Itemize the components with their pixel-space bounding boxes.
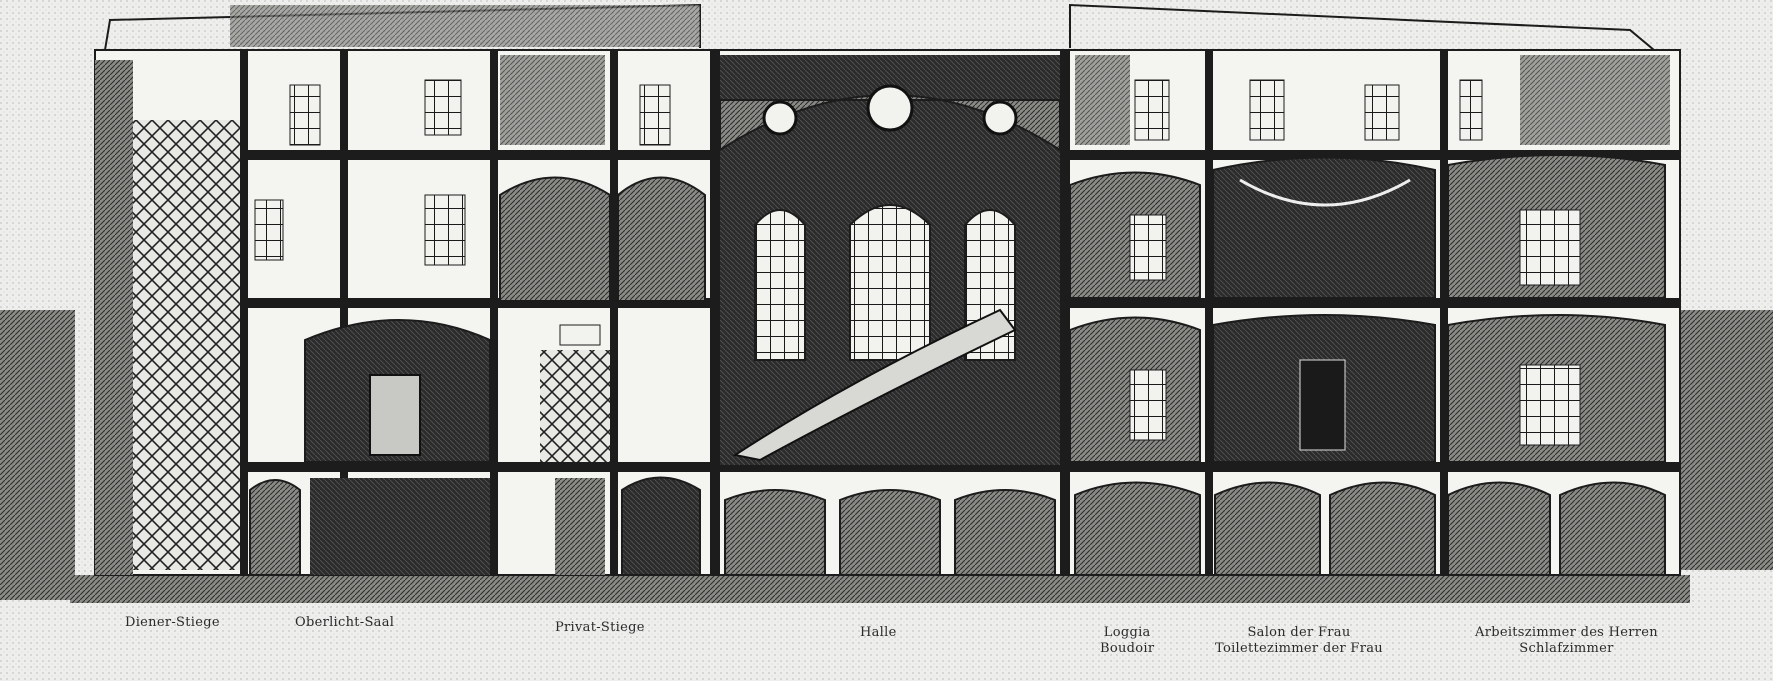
basement-vault-7 xyxy=(954,489,1056,576)
label-salon-text: Salon der Frau xyxy=(1247,625,1351,640)
label-diener-stiege-text: Diener-Stiege xyxy=(125,615,220,630)
label-arbeitszimmer-schlafzimmer: Arbeitszimmer des Herren Schlafzimmer xyxy=(1475,625,1658,657)
window-top-2 xyxy=(424,79,462,136)
arch-mid-privat xyxy=(499,176,611,300)
oberlicht-saal-door xyxy=(369,374,421,456)
label-loggia-text: Loggia xyxy=(1103,625,1151,640)
label-loggia-boudoir: Loggia Boudoir xyxy=(1100,625,1154,657)
label-oberlicht-saal-text: Oberlicht-Saal xyxy=(295,615,395,630)
window-top-7 xyxy=(1459,79,1483,141)
halle-staircase xyxy=(732,308,1017,462)
salon-upper-room xyxy=(1212,156,1436,299)
label-boudoir-text: Boudoir xyxy=(1100,641,1155,656)
basement-vault-3 xyxy=(555,478,605,575)
label-diener-stiege: Diener-Stiege xyxy=(125,615,220,631)
label-privat-stiege: Privat-Stiege xyxy=(555,620,645,636)
halle-oculus-2 xyxy=(866,84,914,132)
basement-vault-11 xyxy=(1447,481,1551,576)
left-neighbour-wall xyxy=(0,310,75,600)
wall-1 xyxy=(240,50,248,575)
halle-oculus-3 xyxy=(982,100,1018,136)
window-top-4 xyxy=(1134,79,1170,141)
floor-slab-lower xyxy=(95,462,1680,472)
halle-window-left xyxy=(754,209,806,361)
label-schlafzimmer-text: Schlafzimmer xyxy=(1519,641,1614,656)
boudoir-window xyxy=(1129,369,1167,441)
schlafzimmer-window xyxy=(1519,364,1581,446)
salon-upper-drapes xyxy=(1239,178,1411,207)
basement-vault-12 xyxy=(1559,481,1666,576)
window-mid-1 xyxy=(254,199,284,261)
window-top-3 xyxy=(639,84,671,146)
window-top-1 xyxy=(289,84,321,146)
privat-stiege-stairs xyxy=(540,350,610,462)
label-toilettezimmer-text: Toilettezimmer der Frau xyxy=(1215,641,1383,656)
loggia-upper-window xyxy=(1129,214,1167,281)
right-neighbour-wall xyxy=(1680,310,1773,570)
wall-7 xyxy=(1205,50,1213,575)
toilettezimmer-door xyxy=(1299,359,1346,451)
upper-filler-3 xyxy=(1520,55,1670,145)
label-oberlicht-saal: Oberlicht-Saal xyxy=(295,615,394,631)
servant-stair-wall xyxy=(95,60,133,575)
arbeitszimmer-upper-window xyxy=(1519,209,1581,286)
basement-vault-8 xyxy=(1074,481,1201,576)
upper-filler-1 xyxy=(500,55,605,145)
wall-8 xyxy=(1440,50,1448,575)
arch-mid-privat-2 xyxy=(617,176,706,300)
privat-stiege-landing xyxy=(559,324,601,346)
basement-vault-10 xyxy=(1329,481,1436,576)
basement-vault-9 xyxy=(1214,481,1321,576)
upper-filler-2 xyxy=(1075,55,1130,145)
basement-vault-6 xyxy=(839,489,941,576)
halle-window-center xyxy=(849,204,931,361)
window-top-6 xyxy=(1364,84,1400,141)
wall-5 xyxy=(710,50,720,575)
wall-2 xyxy=(340,50,348,575)
basement-vault-1 xyxy=(249,479,301,576)
window-mid-2 xyxy=(424,194,466,266)
servant-stair-lattice xyxy=(130,120,240,570)
label-privat-stiege-text: Privat-Stiege xyxy=(555,620,645,635)
label-halle-text: Halle xyxy=(860,625,897,640)
label-halle: Halle xyxy=(860,625,897,641)
roof-attic-band xyxy=(230,5,700,47)
wall-4 xyxy=(610,50,618,575)
basement-vault-4 xyxy=(621,476,701,576)
ground-foundation xyxy=(70,575,1690,603)
wall-3 xyxy=(490,50,498,575)
basement-vault-5 xyxy=(724,489,826,576)
wall-6 xyxy=(1060,50,1070,575)
window-top-5 xyxy=(1249,79,1285,141)
basement-vault-2 xyxy=(310,478,490,575)
halle-oculus-1 xyxy=(762,100,798,136)
label-arbeitszimmer-text: Arbeitszimmer des Herren xyxy=(1475,625,1658,640)
label-salon-toilettezimmer: Salon der Frau Toilettezimmer der Frau xyxy=(1215,625,1383,657)
